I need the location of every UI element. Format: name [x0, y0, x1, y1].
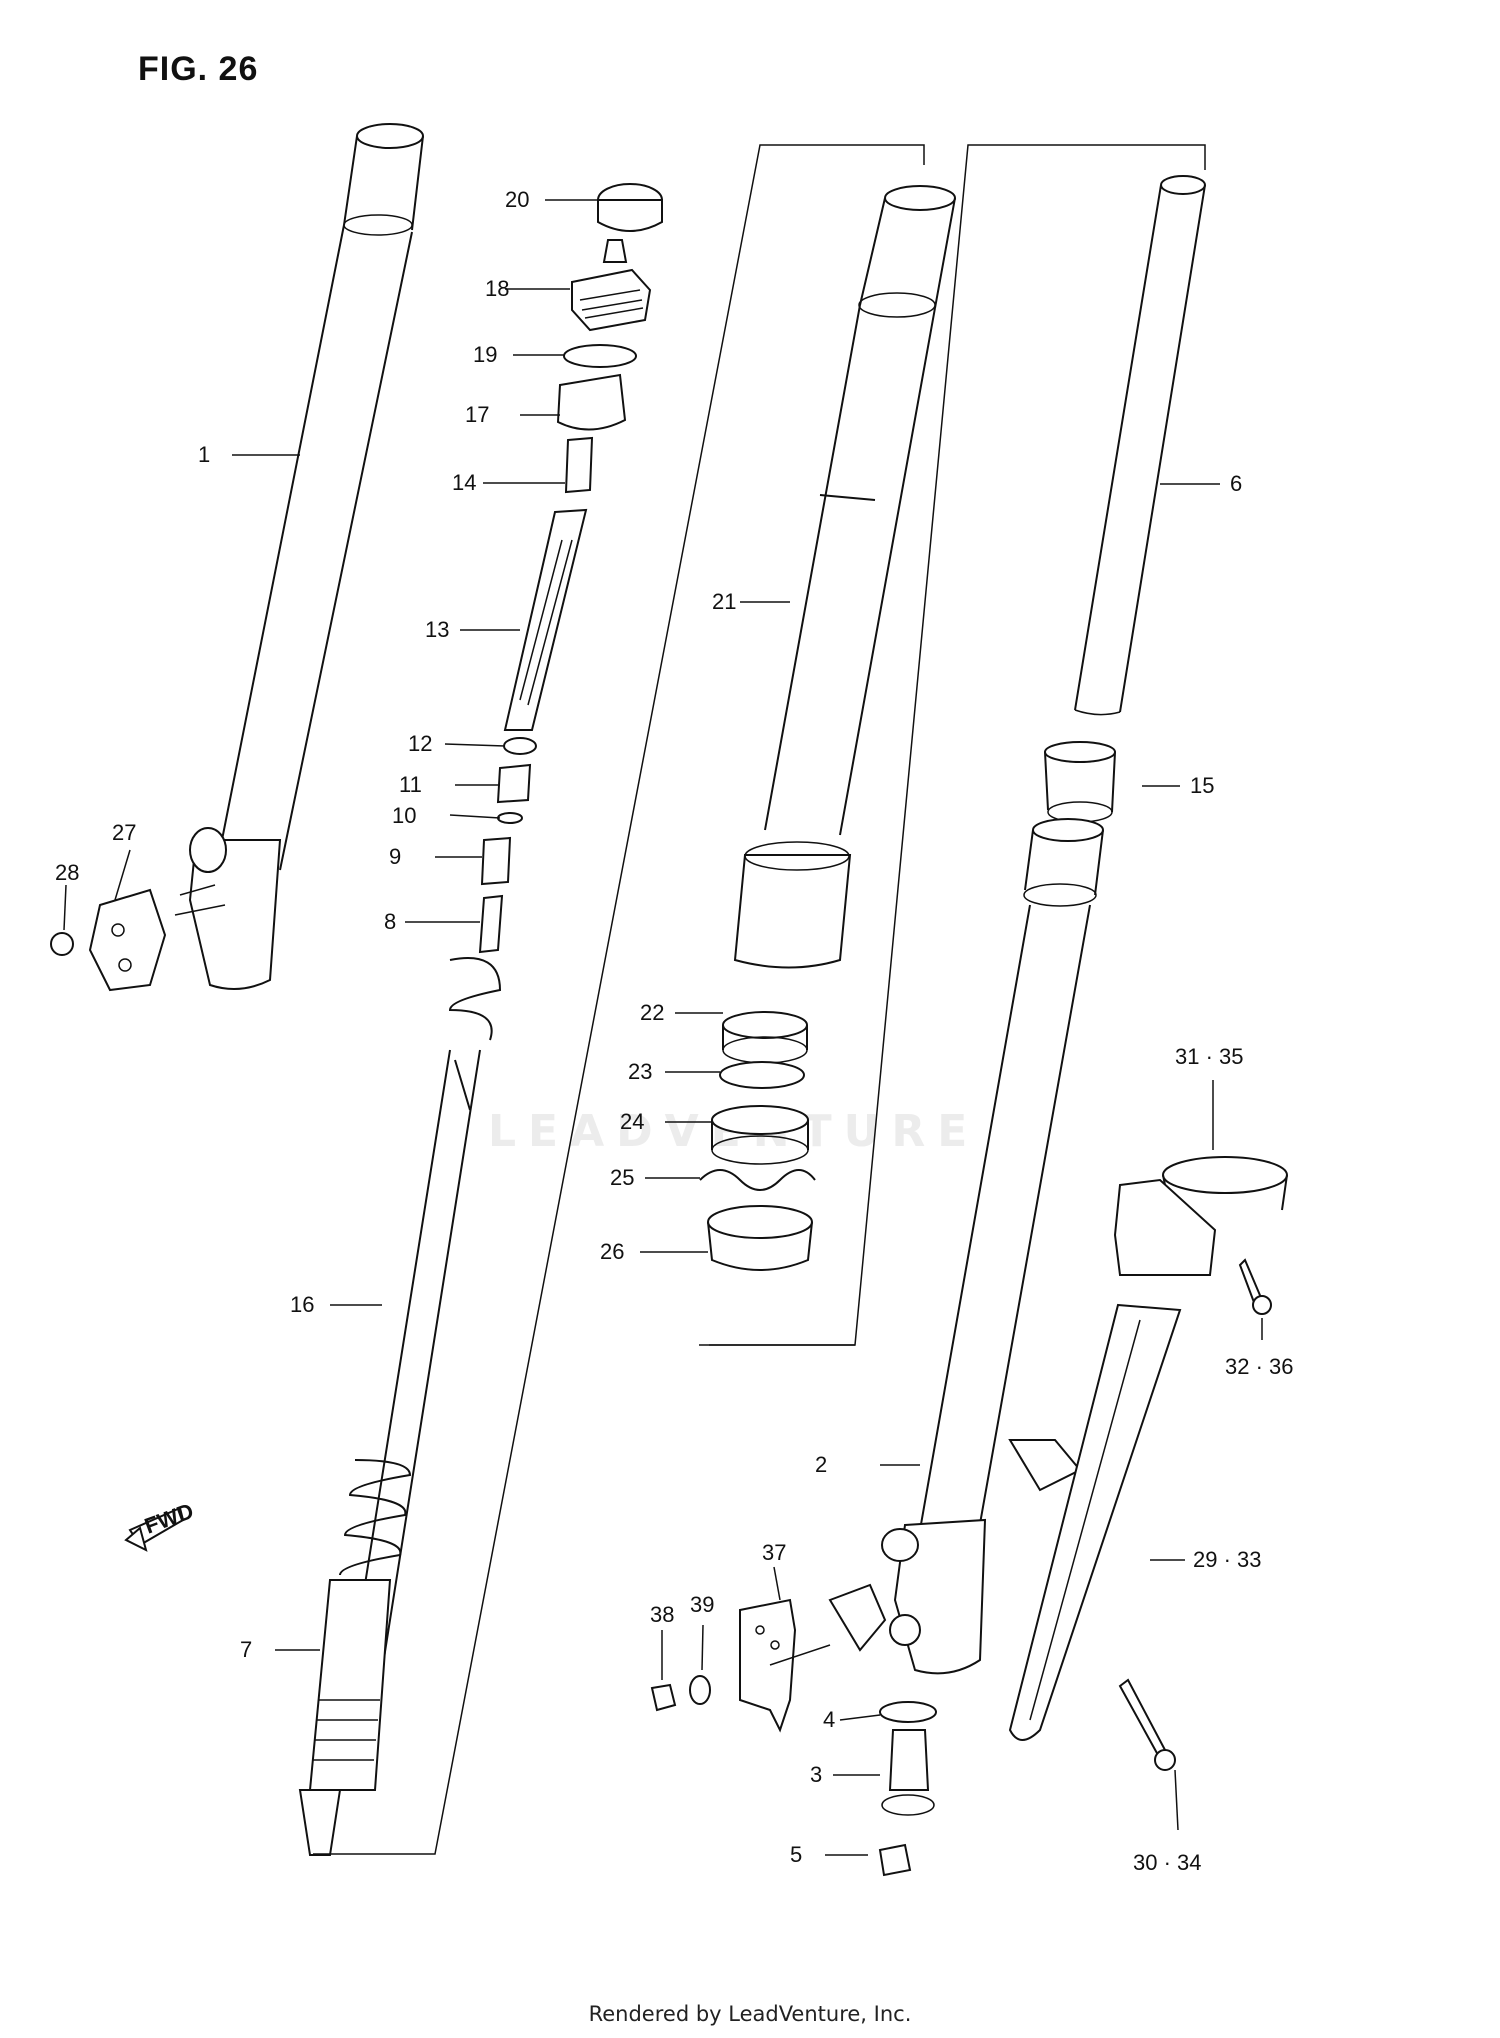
- callout-28: 28: [55, 860, 79, 885]
- callout-37: 37: [762, 1540, 786, 1565]
- part-14-collar: [564, 436, 594, 494]
- callout-24: 24: [620, 1109, 644, 1134]
- callout-4: 4: [823, 1707, 835, 1732]
- callout-38: 38: [650, 1602, 674, 1627]
- part-29-33-guard: [1008, 1303, 1182, 1741]
- part-11-collar: [496, 763, 532, 804]
- callout-18: 18: [485, 276, 509, 301]
- callout-21: 21: [712, 589, 736, 614]
- forward-arrow-icon: FWD: [124, 1498, 197, 1552]
- callout-11: 11: [399, 772, 422, 797]
- part-3-adjuster: [881, 1729, 935, 1816]
- part-22-bushing: [722, 1011, 808, 1064]
- bracket-line-right: [1080, 144, 1206, 170]
- part-5-cap: [878, 1843, 912, 1877]
- callout-30-34: 30 · 34: [1133, 1850, 1202, 1875]
- part-7-damper-assembly: [298, 1459, 412, 1856]
- callout-3: 3: [810, 1762, 822, 1787]
- callout-1: 1: [198, 442, 210, 467]
- callout-8: 8: [384, 909, 396, 934]
- callout-16: 16: [290, 1292, 314, 1317]
- callout-9: 9: [389, 844, 401, 869]
- part-9-collar: [480, 836, 512, 886]
- callout-5: 5: [790, 1842, 802, 1867]
- part-39-washer: [689, 1675, 711, 1705]
- part-1-outer-tube: [174, 123, 424, 990]
- callout-39: 39: [690, 1592, 714, 1617]
- part-12-ring: [503, 737, 537, 755]
- callout-29-33: 29 · 33: [1193, 1547, 1262, 1572]
- part-17-spacer: [556, 373, 627, 431]
- part-2-outer-tube: [828, 818, 1104, 1675]
- part-6-tube: [1074, 175, 1206, 716]
- callout-27: 27: [112, 820, 136, 845]
- leader-lines: [63, 199, 1263, 1856]
- part-32-36-bolt: [1238, 1258, 1272, 1315]
- part-37-bracket: [739, 1598, 831, 1733]
- part-27-axle-holder: [88, 888, 167, 992]
- part-18-cap-bolt: [571, 239, 652, 332]
- fwd-label: FWD: [141, 1498, 197, 1539]
- part-38-bolt: [650, 1683, 677, 1712]
- part-21-inner-tube: [733, 185, 956, 969]
- part-4-seal: [879, 1701, 937, 1723]
- part-28-nut: [50, 932, 74, 956]
- part-26-dust-seal: [707, 1205, 813, 1271]
- callout-7: 7: [240, 1637, 252, 1662]
- callout-13: 13: [425, 617, 449, 642]
- callout-20: 20: [505, 187, 529, 212]
- callout-2: 2: [815, 1452, 827, 1477]
- callout-31-35: 31 · 35: [1175, 1044, 1244, 1069]
- callout-22: 22: [640, 1000, 664, 1025]
- callout-15: 15: [1190, 773, 1214, 798]
- figure-title: FIG. 26: [138, 50, 259, 88]
- part-31-35-clamp: [1113, 1156, 1288, 1276]
- part-19-o-ring: [563, 344, 637, 368]
- callout-23: 23: [628, 1059, 652, 1084]
- bracket-line-middle: [709, 144, 1080, 1346]
- callout-14: 14: [452, 470, 476, 495]
- callout-32-36: 32 · 36: [1225, 1354, 1294, 1379]
- callout-6: 6: [1230, 471, 1242, 496]
- callout-labels: 1 2 3 4 5 6 7 8 9 10 11 12 13 14 15 16 1…: [55, 187, 1294, 1875]
- callout-10: 10: [392, 803, 416, 828]
- part-13-spring-guide: [503, 508, 588, 731]
- part-15-bushing: [1044, 741, 1116, 823]
- part-20-cap: [597, 183, 663, 232]
- callout-17: 17: [465, 402, 489, 427]
- part-30-34-bolt: [1118, 1678, 1176, 1771]
- part-23-washer: [719, 1061, 805, 1089]
- footer-credit: Rendered by LeadVenture, Inc.: [588, 2002, 912, 2026]
- callout-25: 25: [610, 1165, 634, 1190]
- callout-26: 26: [600, 1239, 624, 1264]
- part-10-ring: [497, 812, 523, 824]
- part-8-rod: [478, 894, 504, 954]
- callout-12: 12: [408, 731, 432, 756]
- callout-19: 19: [473, 342, 497, 367]
- part-24-oil-seal: [711, 1105, 809, 1165]
- part-25-clip: [699, 1169, 816, 1191]
